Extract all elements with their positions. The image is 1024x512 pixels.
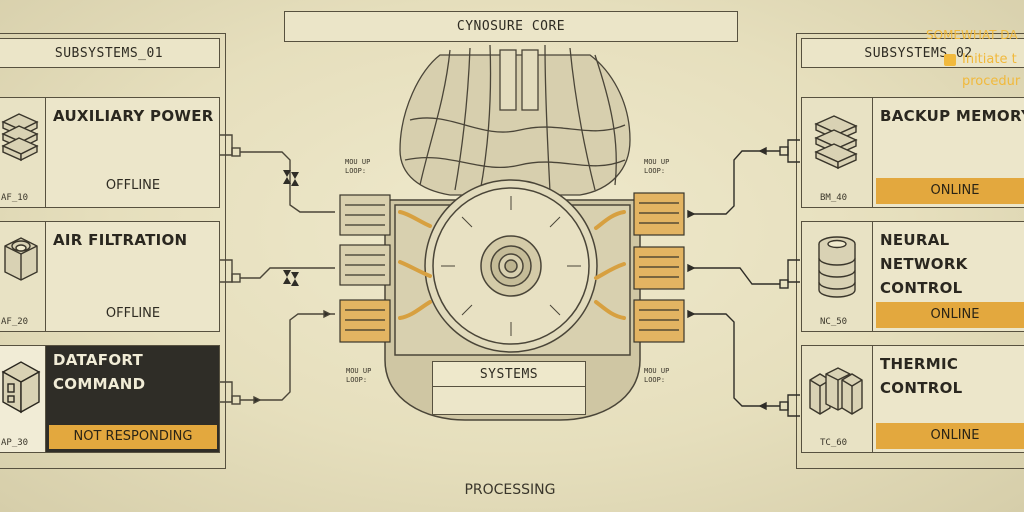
status-label: ONLINE — [876, 302, 1024, 328]
card-title: THERMIC CONTROL — [880, 355, 963, 397]
core-title-text: CYNOSURE CORE — [456, 19, 566, 34]
card-title: BACKUP MEMORY — [880, 107, 1024, 125]
subsystems-01-header: SUBSYSTEMS_01 — [0, 38, 220, 68]
subsystem-card-backup-memory[interactable]: BM_40 BACKUP MEMORY ONLINE — [801, 97, 1024, 208]
memory-stack-icon — [814, 115, 858, 170]
card-code: AF_10 — [1, 193, 29, 203]
systems-box — [432, 387, 586, 415]
backup-memory-thumb: BM_40 — [802, 98, 873, 207]
card-code: AF_20 — [1, 317, 29, 327]
card-title: NEURAL NETWORK CONTROL — [880, 231, 968, 297]
connector-label-left-bottom: MOU UP LOOP: — [346, 367, 372, 384]
subsystem-card-auxiliary-power[interactable]: AF_10 AUXILIARY POWER OFFLINE — [0, 97, 220, 208]
card-title: AUXILIARY POWER — [53, 107, 214, 125]
card-title: AIR FILTRATION — [53, 231, 188, 249]
status-label: NOT RESPONDING — [49, 425, 217, 449]
objective-line-1: Initiate t — [962, 52, 1017, 67]
right-connectors — [687, 139, 800, 417]
subsystems-02-panel — [796, 33, 1024, 469]
systems-label: SYSTEMS — [432, 361, 586, 387]
cable-bundle — [399, 44, 631, 196]
processing-label: PROCESSING — [464, 482, 556, 498]
connector-label-left-top: MOU UP LOOP: — [345, 158, 371, 175]
subsystems-01-header-text: SUBSYSTEMS_01 — [54, 45, 164, 61]
left-connectors — [220, 134, 335, 405]
right-plug-blocks — [633, 192, 685, 343]
card-title: DATAFORT COMMAND — [53, 351, 146, 393]
connector-label-right-top: MOU UP LOOP: — [644, 158, 670, 175]
subsystem-card-air-filtration[interactable]: AF_20 AIR FILTRATION OFFLINE — [0, 221, 220, 332]
filter-cylinder-icon — [4, 237, 38, 281]
auxiliary-power-thumb: AF_10 — [0, 98, 46, 207]
thermic-control-thumb: TC_60 — [802, 346, 873, 452]
datafort-box-icon — [1, 361, 41, 414]
connector-label-right-bottom: MOU UP LOOP: — [644, 367, 670, 384]
card-code: AP_30 — [1, 438, 29, 448]
subsystem-card-neural-network-control[interactable]: NC_50 NEURAL NETWORK CONTROL ONLINE — [801, 221, 1024, 332]
datafort-command-thumb: AP_30 — [0, 346, 46, 452]
objective-marker-icon — [944, 54, 956, 66]
subsystem-card-thermic-control[interactable]: TC_60 THERMIC CONTROL ONLINE — [801, 345, 1024, 453]
neural-network-thumb: NC_50 — [802, 222, 873, 331]
status-label: OFFLINE — [105, 178, 161, 193]
status-label: OFFLINE — [105, 306, 161, 321]
objective-line-2: procedur — [962, 74, 1021, 89]
core-title: CYNOSURE CORE — [284, 11, 738, 42]
subsystems-01-panel — [0, 33, 226, 469]
card-code: NC_50 — [820, 317, 848, 327]
neural-coil-icon — [818, 236, 856, 298]
status-label: ONLINE — [876, 178, 1024, 204]
stacked-layers-icon — [1, 113, 39, 162]
systems-label-text: SYSTEMS — [479, 366, 539, 382]
card-code: BM_40 — [820, 193, 848, 203]
thermic-units-icon — [809, 367, 863, 415]
air-filtration-thumb: AF_20 — [0, 222, 46, 331]
status-label: ONLINE — [876, 423, 1024, 449]
left-plug-blocks — [339, 194, 391, 343]
warning-text: SOMEWHAT DA — [926, 28, 1018, 42]
subsystem-card-datafort-command[interactable]: AP_30 DATAFORT COMMAND NOT RESPONDING — [0, 345, 220, 453]
card-code: TC_60 — [820, 438, 848, 448]
